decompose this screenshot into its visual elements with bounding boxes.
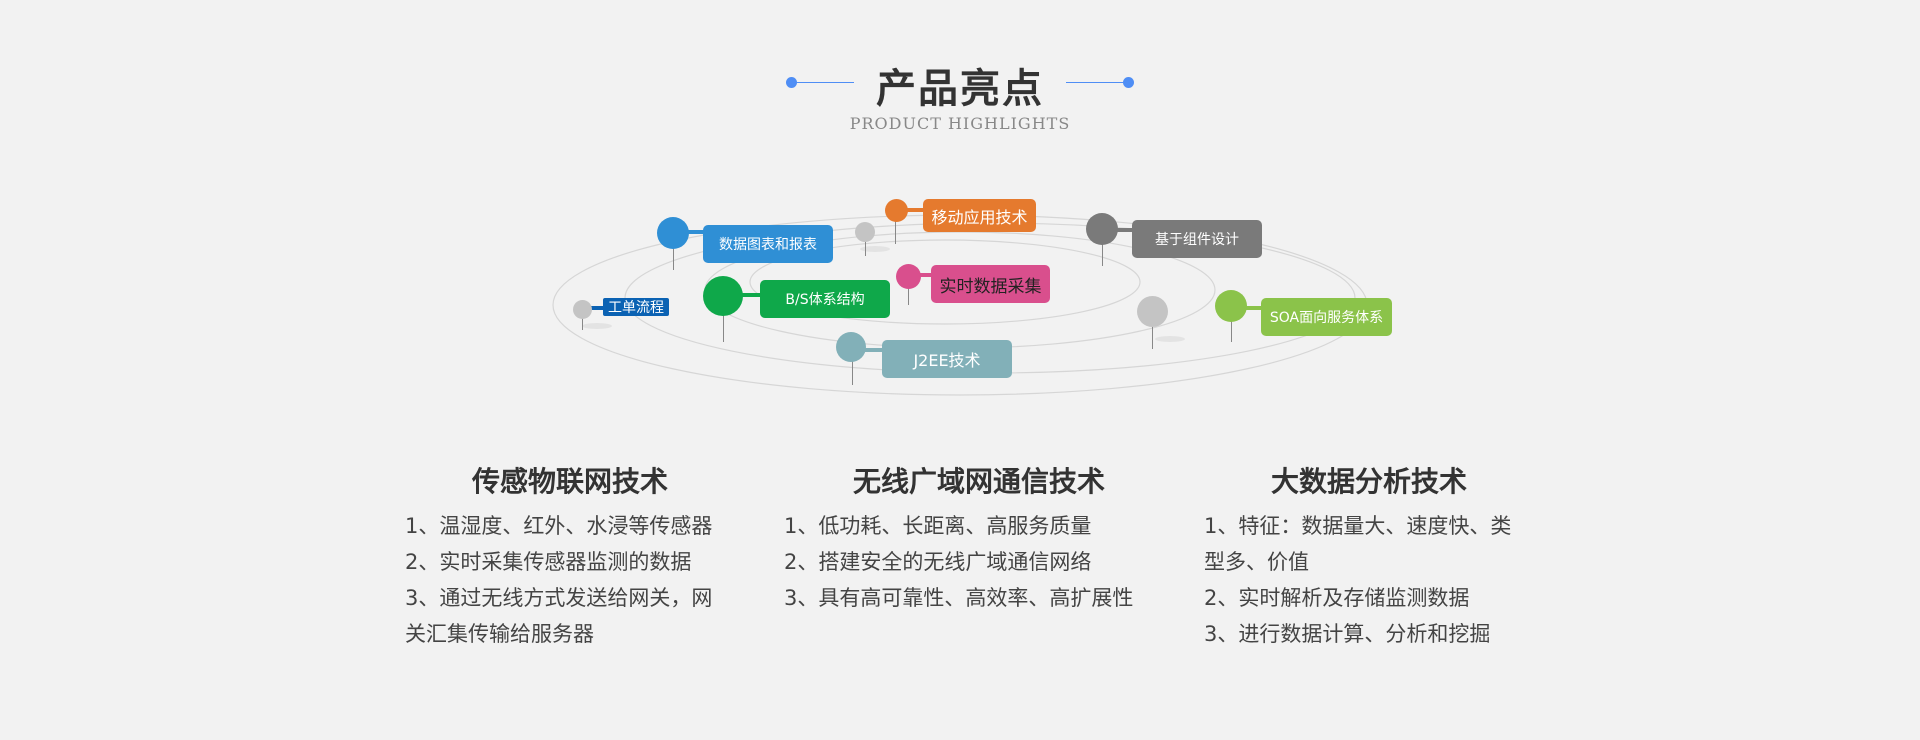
node-label: J2EE技术 <box>882 340 1012 378</box>
column-title: 传感物联网技术 <box>471 465 668 498</box>
node-label: 基于组件设计 <box>1132 220 1262 258</box>
column-line: 3、具有高可靠性、高效率、高扩展性 <box>784 586 1134 610</box>
column-line: 2、实时解析及存储监测数据 <box>1204 586 1470 610</box>
column-line: 3、通过无线方式发送给网关，网 <box>405 586 713 610</box>
node-label: 数据图表和报表 <box>703 225 833 263</box>
feature-column-bigdata: 大数据分析技术 1、特征：数据量大、速度快、类 型多、价值 2、实时解析及存储监… <box>1204 460 1534 652</box>
node-label: 工单流程 <box>603 298 669 316</box>
page-title: 产品亮点 <box>876 66 1044 112</box>
column-title: 大数据分析技术 <box>1270 465 1467 498</box>
column-line: 1、特征：数据量大、速度快、类 <box>1204 514 1512 538</box>
node-label: SOA面向服务体系 <box>1261 298 1392 336</box>
column-line: 关汇集传输给服务器 <box>405 622 594 646</box>
node-label: 移动应用技术 <box>923 199 1036 232</box>
right-decor-line <box>1066 82 1128 83</box>
column-line: 3、进行数据计算、分析和挖掘 <box>1204 622 1491 646</box>
orbit-ring-inner <box>749 239 1141 325</box>
feature-column-iot: 传感物联网技术 1、温湿度、红外、水浸等传感器 2、实时采集传感器监测的数据 3… <box>405 460 735 652</box>
node-label: B/S体系结构 <box>760 280 890 318</box>
node-label: 实时数据采集 <box>931 265 1050 303</box>
right-decor-dot <box>1123 77 1134 88</box>
column-line: 2、搭建安全的无线广域通信网络 <box>784 550 1092 574</box>
column-line: 1、温湿度、红外、水浸等传感器 <box>405 514 713 538</box>
column-line: 2、实时采集传感器监测的数据 <box>405 550 692 574</box>
column-line: 1、低功耗、长距离、高服务质量 <box>784 514 1092 538</box>
feature-column-wan: 无线广域网通信技术 1、低功耗、长距离、高服务质量 2、搭建安全的无线广域通信网… <box>784 460 1174 616</box>
left-decor-line <box>792 82 854 83</box>
page-subtitle: PRODUCT HIGHLIGHTS <box>849 114 1071 133</box>
column-title: 无线广域网通信技术 <box>852 465 1105 498</box>
left-decor-dot <box>786 77 797 88</box>
column-line: 型多、价值 <box>1204 550 1309 574</box>
